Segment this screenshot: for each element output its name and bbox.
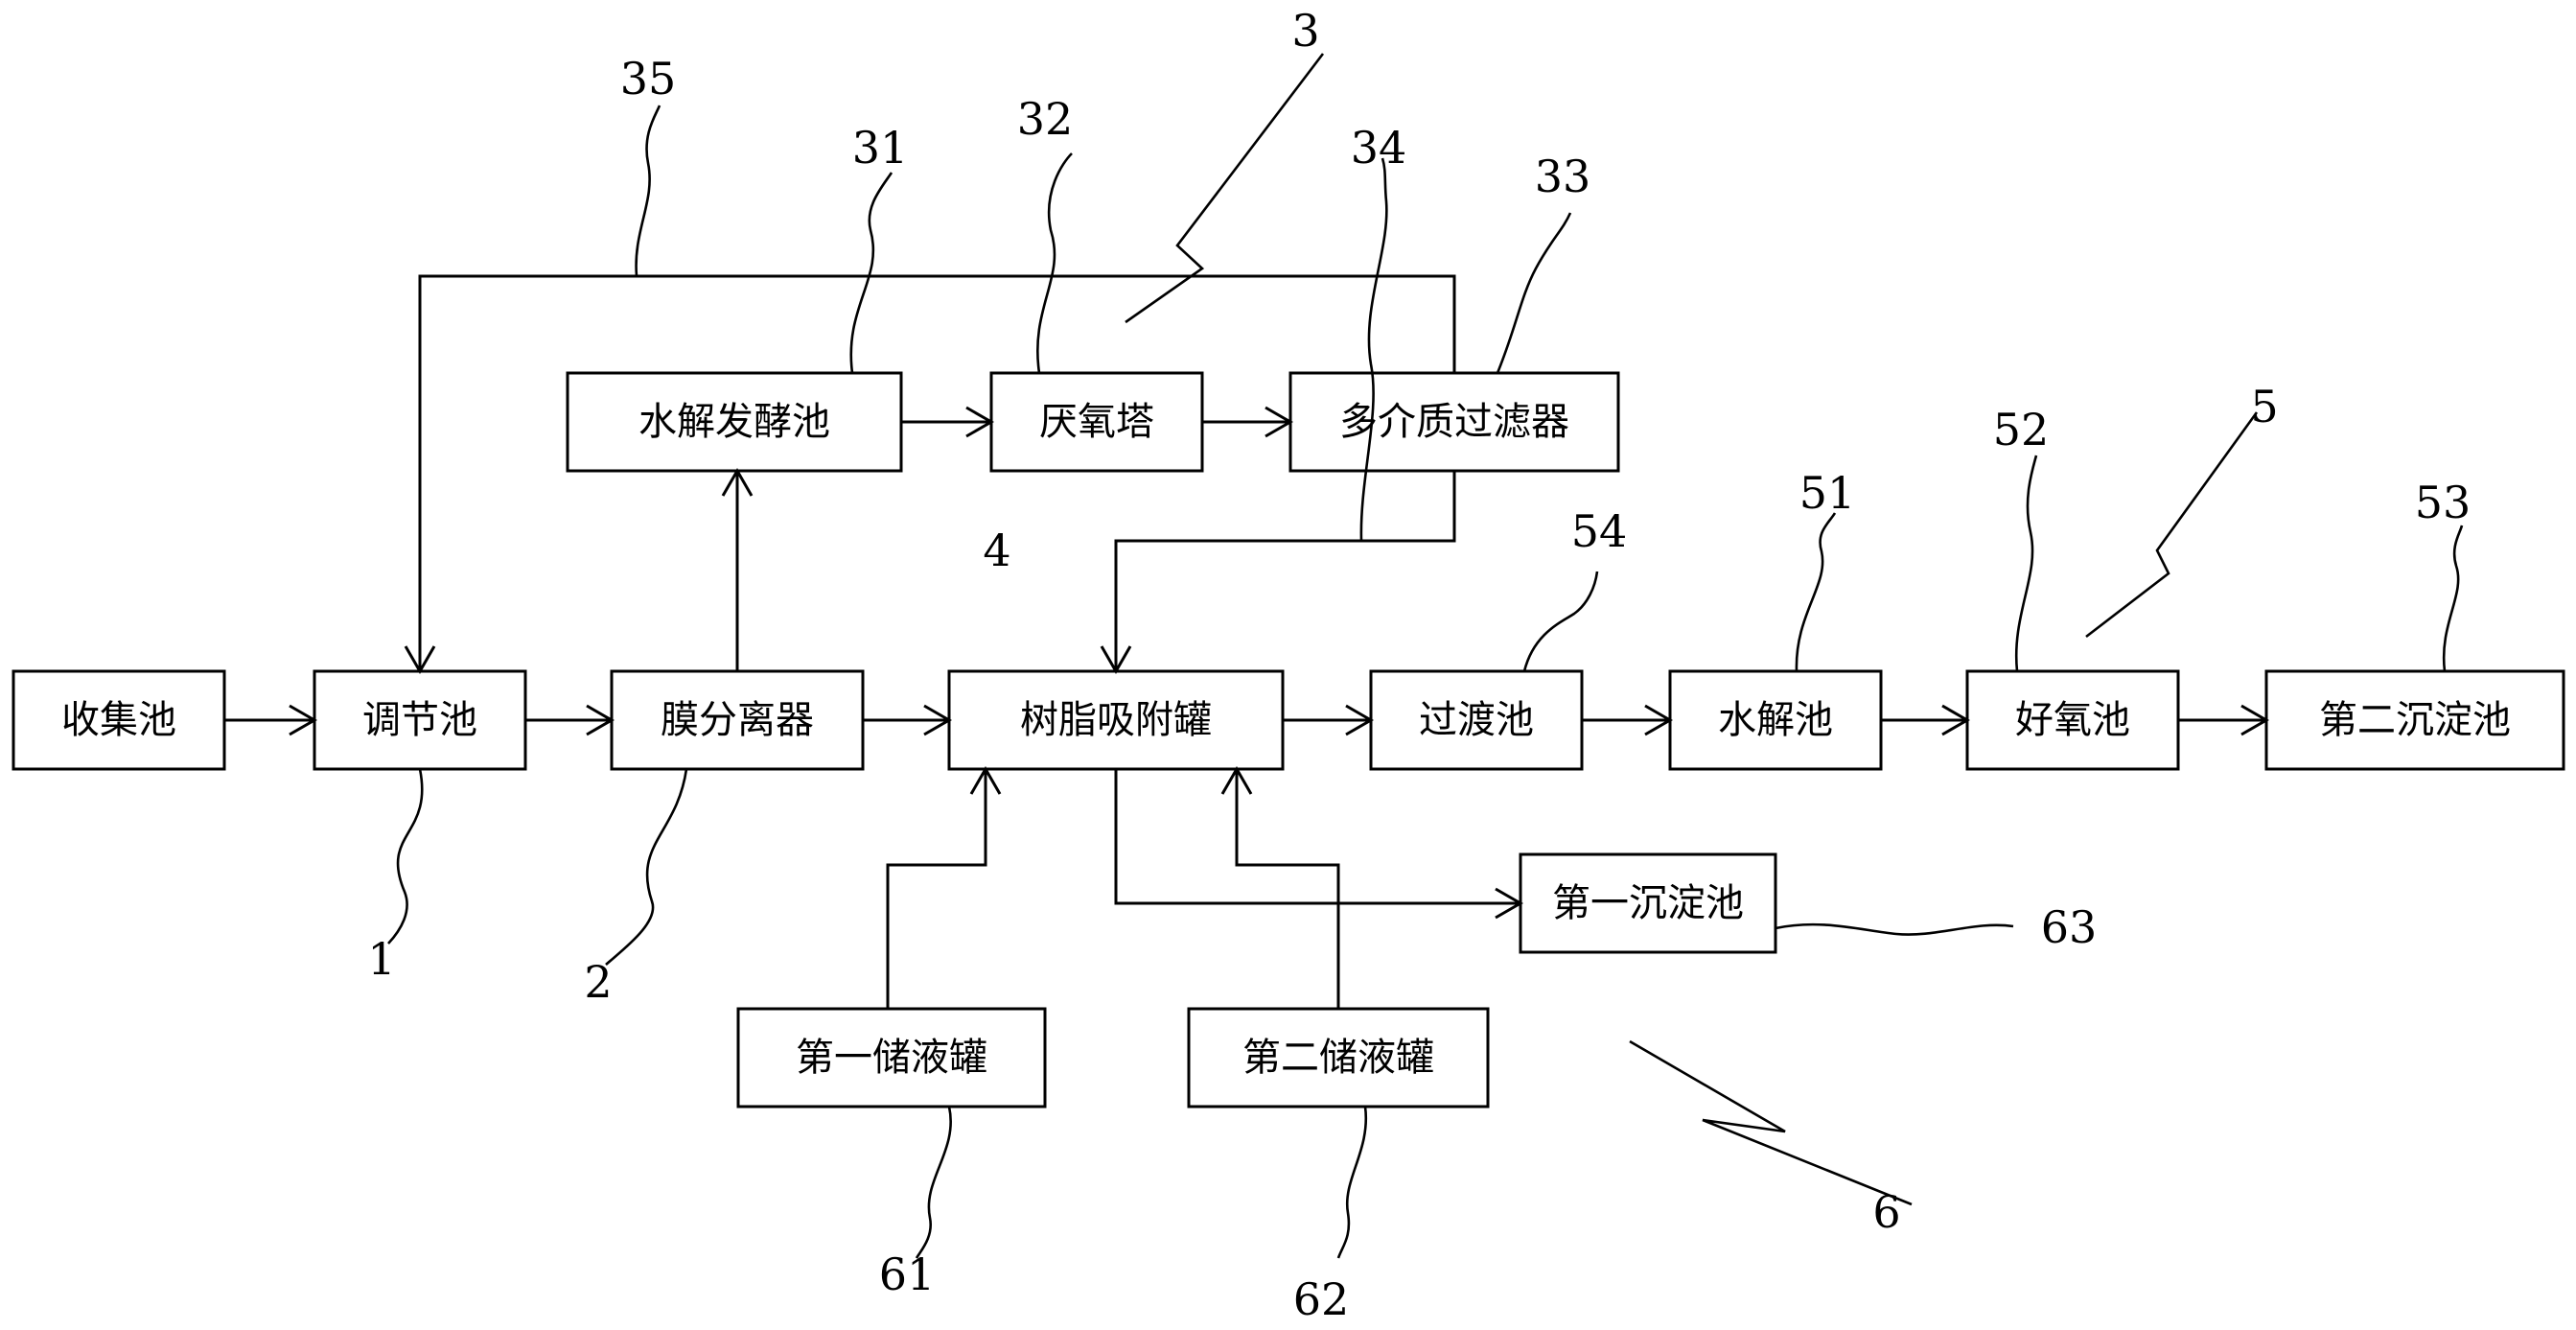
zigzag-marker-5 [2085,411,2259,639]
ref-2: 2 [584,956,612,1008]
arrowhead-into-transition [1345,704,1375,736]
arrowhead-into-aerobic [1941,704,1971,736]
node-hydrolysis-tank: 水解池 [1668,669,1883,771]
node-first-liquid-storage-tank: 第一储液罐 [736,1007,1047,1108]
pipe-first-storage-to-resin [886,771,987,1009]
leader-61 [915,1106,952,1259]
first-liquid-storage-tank-label: 第一储液罐 [796,1036,987,1080]
leader-63 [1775,922,2014,936]
arrowhead-first-storage-into-resin [969,765,1002,795]
arrowhead-into-membrane [586,704,615,736]
ref-6: 6 [1872,1186,1900,1238]
arrowhead-recycle-into-regulating [404,645,436,675]
collection-tank-label: 收集池 [61,698,176,742]
ref-31: 31 [852,122,909,174]
ref-3: 3 [1291,5,1319,57]
node-regulating-tank: 调节池 [313,669,527,771]
pipe-resin-to-first-sedimentation [1114,769,1519,905]
resin-adsorption-tank-label: 树脂吸附罐 [1020,698,1212,742]
ref-1: 1 [367,933,395,985]
pipe-filter-to-resin [1114,471,1456,669]
flow-lines [224,274,2264,1009]
second-sedimentation-tank-label: 第二沉淀池 [2319,698,2511,742]
ref-52: 52 [1993,404,2050,455]
arrowhead-into-hydrolysis [1644,704,1674,736]
zigzag-marker-3 [1125,53,1325,324]
node-transition-tank: 过渡池 [1369,669,1584,771]
arrowhead-into-second-sedimentation [2240,704,2270,736]
first-sedimentation-tank-label: 第一沉淀池 [1552,881,1744,925]
pipe-filter-recycle-to-regulating [418,274,1456,669]
node-anaerobic-tower: 厌氧塔 [989,371,1204,473]
node-multimedia-filter: 多介质过滤器 [1288,371,1620,473]
leader-2 [605,768,688,966]
ref-4: 4 [983,525,1010,576]
ref-33: 33 [1535,151,1591,202]
node-collection-tank: 收集池 [12,669,226,771]
membrane-separator-label: 膜分离器 [661,698,814,742]
reference-numerals: 1 2 3 31 32 33 34 35 4 5 51 52 53 54 6 6… [367,5,2471,1325]
leader-52 [2014,455,2038,672]
arrowhead-into-fermentation [721,467,754,497]
arrowhead-second-storage-into-resin [1220,765,1253,795]
arrowhead-into-filter [1265,406,1294,438]
node-hydrolysis-fermentation-tank: 水解发酵池 [566,371,903,473]
leader-31 [849,172,893,374]
arrowhead-into-regulating [289,704,318,736]
node-aerobic-tank: 好氧池 [1965,669,2180,771]
ref-61: 61 [879,1248,936,1300]
ref-35: 35 [620,53,677,105]
leader-51 [1795,512,1837,672]
node-first-sedimentation-tank: 第一沉淀池 [1519,852,1777,954]
ref-53: 53 [2415,477,2472,528]
leader-lines [387,53,2464,1259]
leader-32 [1036,152,1073,374]
leader-53 [2442,525,2464,672]
second-liquid-storage-tank-label: 第二储液罐 [1242,1036,1434,1080]
node-resin-adsorption-tank: 树脂吸附罐 [947,669,1285,771]
leader-35 [635,105,661,277]
node-second-liquid-storage-tank: 第二储液罐 [1187,1007,1490,1108]
ref-51: 51 [1799,467,1856,519]
regulating-tank-label: 调节池 [362,698,477,742]
hydrolysis-fermentation-tank-label: 水解发酵池 [638,400,830,444]
ref-62: 62 [1293,1273,1350,1325]
ref-5: 5 [2250,381,2278,432]
anaerobic-tower-label: 厌氧塔 [1039,400,1154,444]
ref-32: 32 [1017,93,1074,145]
aerobic-tank-label: 好氧池 [2015,698,2130,742]
transition-tank-label: 过渡池 [1419,698,1534,742]
arrowhead-into-anaerobic [965,406,995,438]
node-second-sedimentation-tank: 第二沉淀池 [2264,669,2565,771]
zigzag-marker-6 [1629,1039,1913,1206]
leader-54 [1522,571,1599,672]
ref-34: 34 [1351,122,1407,174]
hydrolysis-tank-label: 水解池 [1718,698,1833,742]
ref-63: 63 [2041,901,2098,953]
pipe-second-storage-to-resin [1235,771,1340,1009]
arrowheads [289,406,2270,920]
arrowhead-filter-into-resin [1100,645,1132,675]
ref-54: 54 [1571,505,1628,557]
leader-1 [387,768,424,945]
leader-34 [1359,157,1388,542]
leader-33 [1496,212,1572,374]
leader-62 [1336,1106,1368,1259]
node-membrane-separator: 膜分离器 [610,669,865,771]
arrowhead-into-resin [923,704,953,736]
arrowhead-into-first-sedimentation [1495,887,1524,920]
multimedia-filter-label: 多介质过滤器 [1339,400,1569,444]
